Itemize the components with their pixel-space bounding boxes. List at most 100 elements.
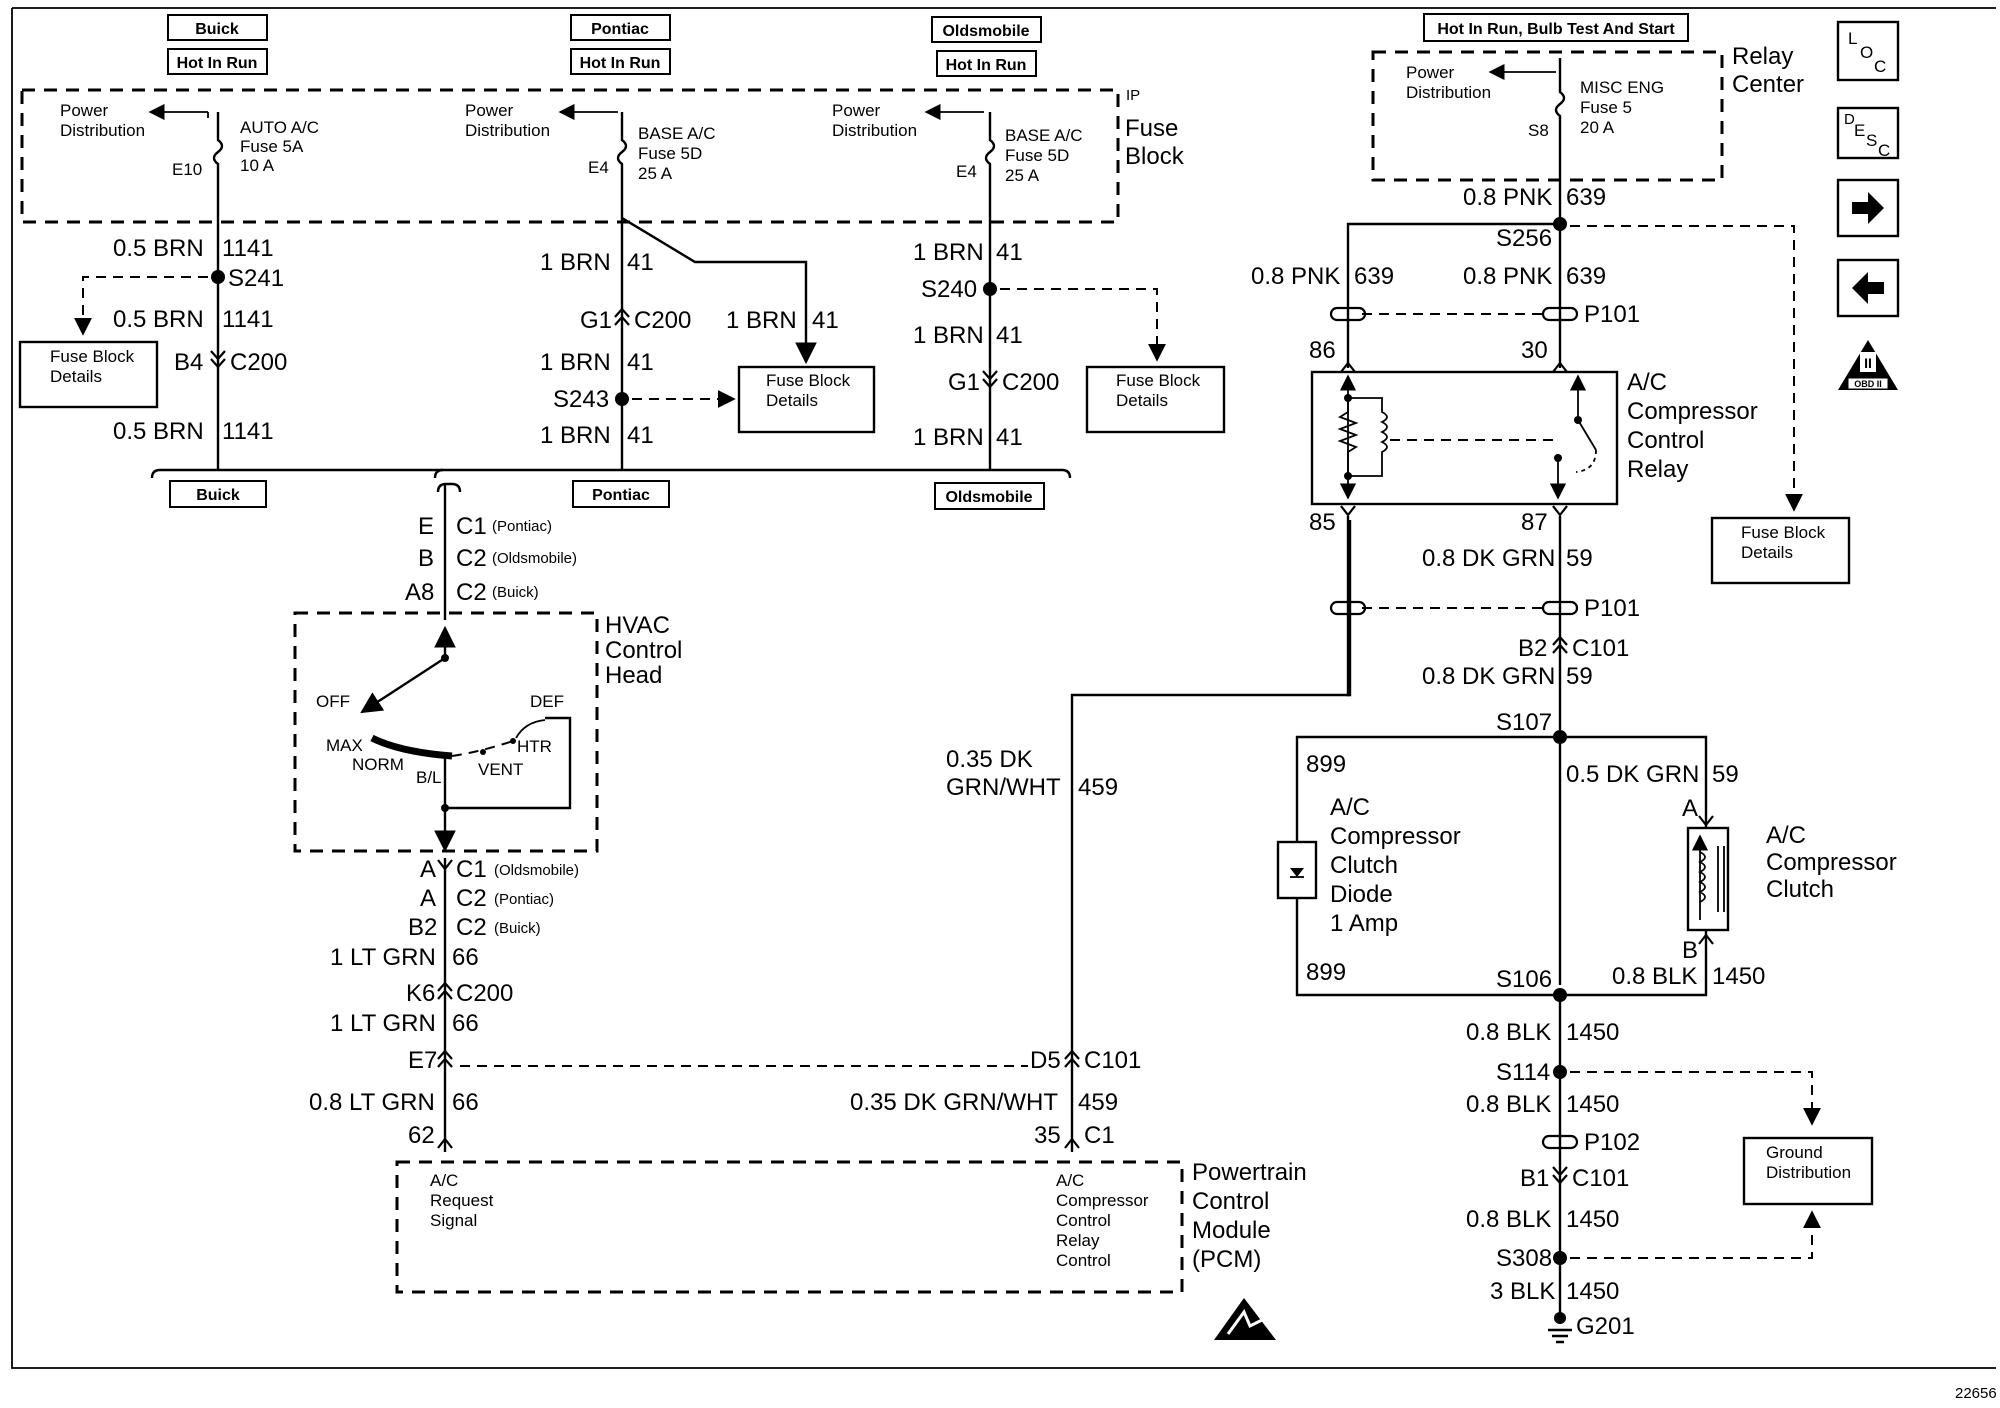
- svg-text:S8: S8: [1528, 121, 1549, 140]
- svg-text:Buick: Buick: [196, 487, 240, 504]
- svg-text:66: 66: [452, 944, 479, 971]
- clutch-diode-assembly: 899 899 A/C Compressor Clutch Diode 1 Am…: [1276, 735, 1897, 1002]
- svg-text:B4: B4: [174, 349, 203, 376]
- svg-text:Power: Power: [1406, 63, 1455, 82]
- svg-text:Head: Head: [605, 662, 662, 689]
- svg-text:1450: 1450: [1566, 1091, 1619, 1118]
- svg-text:BASE A/C: BASE A/C: [638, 124, 715, 143]
- svg-text:C: C: [1878, 141, 1890, 160]
- pontiac-feed-circuit: 1 BRN 41 G1 C200 1 BRN 41 1 BRN 41 S243 …: [540, 178, 876, 470]
- powertrain-control-module: A/C Request Signal A/C Compressor Contro…: [395, 1159, 1307, 1340]
- svg-text:S: S: [1866, 131, 1877, 150]
- svg-text:85: 85: [1309, 509, 1336, 536]
- svg-text:(Buick): (Buick): [492, 584, 539, 601]
- svg-text:Ground: Ground: [1766, 1143, 1823, 1162]
- svg-text:D: D: [1844, 111, 1855, 128]
- svg-text:C2: C2: [456, 545, 487, 572]
- svg-text:0.5 BRN: 0.5 BRN: [113, 306, 204, 333]
- svg-text:S240: S240: [921, 276, 977, 303]
- svg-text:1450: 1450: [1712, 963, 1765, 990]
- svg-text:Hot In Run, Bulb Test And Star: Hot In Run, Bulb Test And Start: [1437, 21, 1675, 38]
- svg-text:1 BRN: 1 BRN: [540, 249, 611, 276]
- svg-text:22656: 22656: [1955, 1385, 1997, 1402]
- svg-text:Fuse 5D: Fuse 5D: [1005, 146, 1069, 165]
- svg-text:B/L: B/L: [416, 768, 442, 787]
- svg-text:Control: Control: [1056, 1211, 1111, 1230]
- svg-text:Control: Control: [1056, 1251, 1111, 1270]
- splice-s114: [1553, 1065, 1567, 1079]
- svg-text:Fuse Block: Fuse Block: [1116, 371, 1201, 390]
- svg-text:Signal: Signal: [430, 1211, 477, 1230]
- obd-ii-icon: OBD II II: [1838, 340, 1898, 390]
- description-icon[interactable]: D E S C: [1836, 106, 1900, 160]
- fuse-block: IP Fuse Block Power Distribution AUTO A/…: [20, 87, 1185, 224]
- svg-text:30: 30: [1521, 337, 1548, 364]
- svg-text:Powertrain: Powertrain: [1192, 1159, 1307, 1186]
- svg-text:MISC ENG: MISC ENG: [1580, 78, 1664, 97]
- svg-text:41: 41: [996, 239, 1023, 266]
- svg-text:0.5 BRN: 0.5 BRN: [113, 235, 204, 262]
- svg-text:Compressor: Compressor: [1056, 1191, 1149, 1210]
- svg-text:(Oldsmobile): (Oldsmobile): [494, 862, 579, 879]
- svg-text:41: 41: [627, 422, 654, 449]
- svg-text:A/C: A/C: [430, 1171, 458, 1190]
- variant-bracket: Buick Pontiac Oldsmobile: [150, 468, 1072, 510]
- svg-text:Pontiac: Pontiac: [591, 21, 649, 38]
- svg-text:0.8 BLK: 0.8 BLK: [1466, 1019, 1551, 1046]
- svg-text:1 LT GRN: 1 LT GRN: [330, 1010, 436, 1037]
- svg-text:(Oldsmobile): (Oldsmobile): [492, 550, 577, 567]
- svg-text:P101: P101: [1584, 301, 1640, 328]
- svg-text:Clutch: Clutch: [1766, 876, 1834, 903]
- svg-text:IP: IP: [1126, 87, 1140, 104]
- svg-text:C200: C200: [634, 307, 691, 334]
- oldsmobile-feed-circuit: 1 BRN 41 S240 1 BRN 41 G1 C200 1 BRN 41 …: [913, 178, 1226, 470]
- svg-text:Compressor: Compressor: [1330, 823, 1461, 850]
- next-page-arrow-icon[interactable]: [1836, 178, 1900, 238]
- svg-text:C101: C101: [1572, 1165, 1629, 1192]
- svg-text:C1: C1: [456, 856, 487, 883]
- svg-text:A: A: [1682, 795, 1698, 822]
- svg-text:Block: Block: [1125, 143, 1185, 170]
- svg-text:Distribution: Distribution: [465, 121, 550, 140]
- svg-text:A/C: A/C: [1056, 1171, 1084, 1190]
- svg-text:41: 41: [812, 307, 839, 334]
- svg-text:10 A: 10 A: [240, 156, 275, 175]
- svg-text:87: 87: [1521, 509, 1548, 536]
- svg-text:DEF: DEF: [530, 692, 564, 711]
- svg-text:Oldsmobile: Oldsmobile: [945, 489, 1032, 506]
- svg-text:1141: 1141: [222, 306, 274, 333]
- svg-text:Details: Details: [1741, 543, 1793, 562]
- svg-text:BASE A/C: BASE A/C: [1005, 126, 1082, 145]
- splice-s243: [615, 392, 629, 406]
- svg-text:Distribution: Distribution: [60, 121, 145, 140]
- svg-text:B2: B2: [1518, 635, 1547, 662]
- svg-text:L: L: [1848, 29, 1857, 48]
- svg-text:1 BRN: 1 BRN: [913, 322, 984, 349]
- svg-text:Control: Control: [1627, 427, 1704, 454]
- svg-text:A: A: [420, 856, 436, 883]
- svg-text:Fuse Block: Fuse Block: [1741, 523, 1826, 542]
- svg-text:C2: C2: [456, 914, 487, 941]
- svg-text:0.8 BLK: 0.8 BLK: [1466, 1206, 1551, 1233]
- svg-text:41: 41: [627, 349, 654, 376]
- svg-text:C200: C200: [456, 980, 513, 1007]
- svg-text:C1: C1: [1084, 1122, 1115, 1149]
- svg-text:Fuse Block: Fuse Block: [766, 371, 851, 390]
- svg-text:Fuse 5D: Fuse 5D: [638, 144, 702, 163]
- svg-text:1 BRN: 1 BRN: [726, 307, 797, 334]
- svg-text:639: 639: [1566, 263, 1606, 290]
- svg-text:3 BLK: 3 BLK: [1490, 1278, 1555, 1305]
- location-icon[interactable]: L O C: [1836, 20, 1900, 82]
- svg-text:Module: Module: [1192, 1217, 1271, 1244]
- svg-text:Diode: Diode: [1330, 881, 1393, 908]
- svg-text:E7: E7: [408, 1047, 437, 1074]
- svg-text:E4: E4: [956, 162, 977, 181]
- previous-page-arrow-icon[interactable]: [1836, 258, 1900, 318]
- svg-text:A8: A8: [405, 579, 434, 606]
- svg-text:66: 66: [452, 1010, 479, 1037]
- svg-text:HTR: HTR: [517, 737, 552, 756]
- svg-text:0.8 DK GRN: 0.8 DK GRN: [1422, 663, 1555, 690]
- svg-text:(Buick): (Buick): [494, 920, 541, 937]
- svg-text:899: 899: [1306, 959, 1346, 986]
